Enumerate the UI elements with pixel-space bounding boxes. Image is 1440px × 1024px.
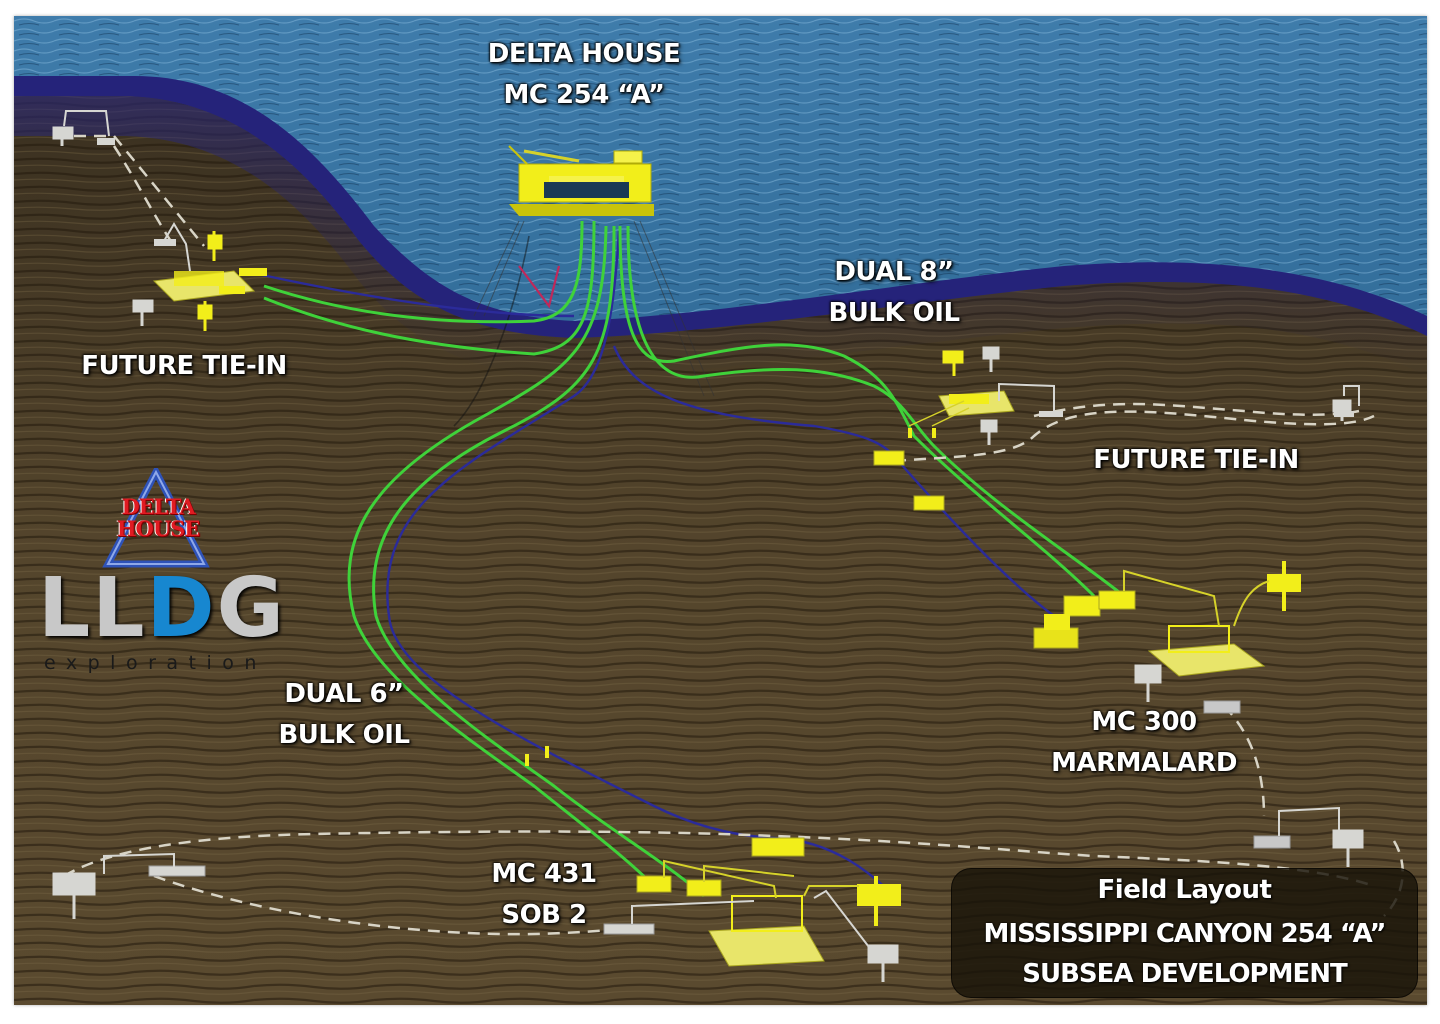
east-tie-in-equipment bbox=[873, 346, 1360, 511]
mc300-equipment bbox=[1033, 561, 1364, 867]
future-tie-in-east-label: FUTURE TIE-IN bbox=[1093, 445, 1299, 475]
subsea-scene bbox=[14, 16, 1427, 1005]
field-layout-diagram: DELTA HOUSE MC 254 “A” FUTURE TIE-IN DUA… bbox=[14, 16, 1427, 1005]
diagram-title: Field Layout bbox=[1097, 875, 1272, 905]
mc431-sob2-label: MC 431 SOB 2 bbox=[491, 859, 597, 930]
west-tie-in-equipment bbox=[52, 110, 267, 331]
diagram-subtitle-line1: MISSISSIPPI CANYON 254 “A” bbox=[983, 919, 1387, 949]
platform-name: DELTA HOUSE bbox=[487, 39, 681, 69]
diagram-subtitle-line2: SUBSEA DEVELOPMENT bbox=[1022, 959, 1347, 989]
future-flowlines bbox=[63, 134, 1404, 936]
platform-block: MC 254 “A” bbox=[503, 80, 665, 110]
flowlines-green bbox=[263, 220, 1125, 898]
future-tie-in-west-label: FUTURE TIE-IN bbox=[81, 351, 287, 381]
delta-house-logo-text: DELTA HOUSE bbox=[116, 494, 201, 541]
logo-tagline: exploration bbox=[44, 652, 267, 674]
delta-triangle-icon bbox=[102, 468, 210, 568]
dual-8-bulk-oil-label: DUAL 8” BULK OIL bbox=[828, 257, 960, 328]
delta-house-platform bbox=[508, 145, 654, 216]
lldg-wordmark: LLDG bbox=[38, 561, 286, 656]
riser-red bbox=[518, 265, 561, 309]
dual-6-bulk-oil-label: DUAL 6” BULK OIL bbox=[278, 679, 410, 750]
field-layout-title-box: Field Layout MISSISSIPPI CANYON 254 “A” … bbox=[951, 868, 1418, 998]
company-logo: DELTA HOUSE LLDG exploration bbox=[26, 468, 286, 678]
platform-label: DELTA HOUSE MC 254 “A” bbox=[454, 34, 714, 116]
mc300-marmalard-label: MC 300 MARMALARD bbox=[1051, 707, 1237, 778]
mc431-equipment bbox=[525, 746, 901, 982]
southwest-tie-in-equipment bbox=[52, 852, 206, 919]
mooring-lines bbox=[453, 220, 715, 427]
shelf-shadow bbox=[14, 96, 1427, 378]
